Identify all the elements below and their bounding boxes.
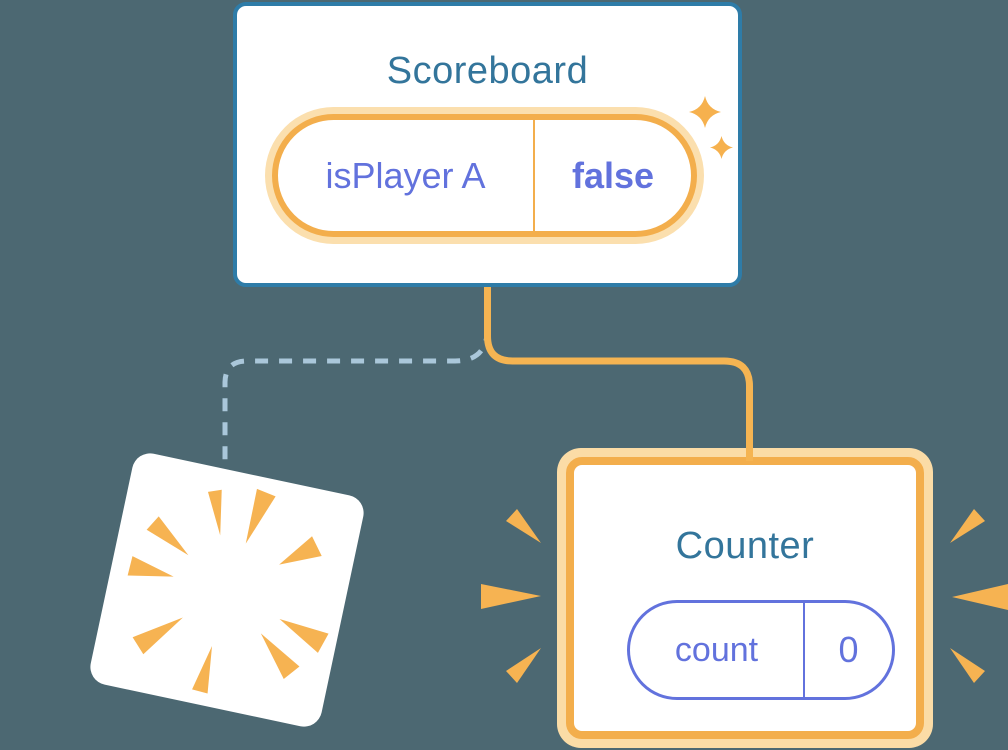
state-label: count — [674, 630, 759, 669]
destroyed-component-card — [87, 450, 367, 730]
pill-divider — [533, 120, 535, 231]
dashed-connector-line — [222, 327, 490, 464]
counter-state-pill: count 0 — [627, 600, 895, 700]
pill-divider — [803, 603, 805, 697]
emphasis-sparks-right — [950, 509, 1008, 683]
scoreboard-state-pill: isPlayer A false — [272, 114, 697, 237]
counter-card-inner: Counter count 0 — [566, 457, 924, 739]
counter-title: Counter — [675, 525, 815, 567]
solid-connector-line — [484, 287, 753, 461]
scoreboard-card: Scoreboard isPlayer A false — [233, 2, 742, 287]
burst-icon — [127, 488, 329, 694]
state-value: false — [571, 154, 655, 196]
state-value: 0 — [838, 629, 859, 670]
counter-card: Counter count 0 — [557, 448, 933, 748]
sparkles-icon — [689, 96, 733, 159]
scoreboard-title: Scoreboard — [386, 50, 589, 92]
emphasis-sparks-left — [481, 509, 541, 683]
state-label: isPlayer A — [325, 154, 486, 196]
